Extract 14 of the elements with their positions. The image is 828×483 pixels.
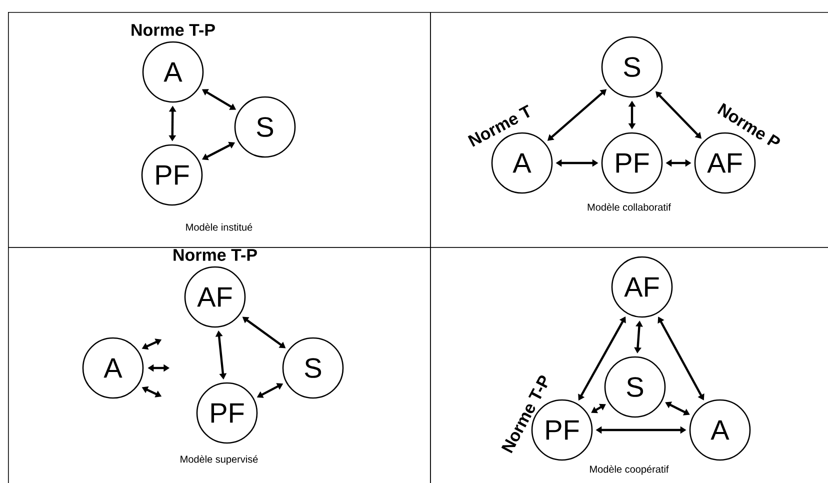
circle-node: A: [142, 41, 204, 103]
circle-node: S: [282, 337, 344, 399]
circle-node: A: [82, 337, 144, 399]
circle-node: PF: [196, 382, 258, 444]
norm-label: Norme T-P: [174, 249, 257, 261]
circle-node: A: [689, 399, 751, 461]
circle-node: PF: [141, 144, 203, 206]
norm-label: Norme T-P: [132, 24, 215, 36]
circle-node: AF: [184, 266, 246, 328]
circle-node: S: [234, 96, 296, 158]
circle-node: AF: [611, 256, 673, 318]
circle-node: S: [601, 36, 663, 98]
circle-node: S: [604, 356, 666, 418]
circle-node: PF: [601, 132, 663, 194]
